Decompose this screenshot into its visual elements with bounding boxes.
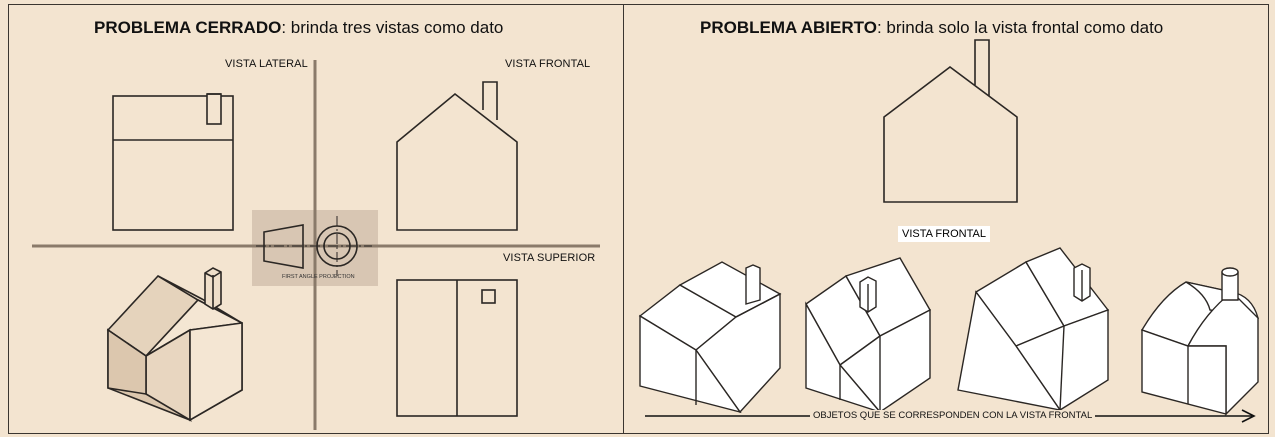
label-side-view: VISTA LATERAL bbox=[225, 58, 308, 70]
right-panel-title: PROBLEMA ABIERTO: brinda solo la vista f… bbox=[700, 18, 1163, 38]
label-top-view: VISTA SUPERIOR bbox=[503, 252, 596, 264]
right-panel-frame bbox=[623, 4, 1269, 434]
arrow-caption: OBJETOS QUE SE CORRESPONDEN CON LA VISTA… bbox=[810, 410, 1096, 421]
candidate-object-3 bbox=[957, 247, 1110, 412]
isometric-house-drawing bbox=[106, 267, 243, 422]
right-title-bold: PROBLEMA ABIERTO bbox=[700, 18, 877, 37]
side-view-drawing bbox=[112, 93, 234, 231]
front-view-drawing bbox=[396, 81, 518, 231]
top-view-drawing bbox=[396, 279, 518, 417]
label-given-front-view: VISTA FRONTAL bbox=[898, 226, 990, 242]
left-title-bold: PROBLEMA CERRADO bbox=[94, 18, 282, 37]
given-front-view-drawing bbox=[883, 39, 1018, 203]
candidate-object-4 bbox=[1140, 267, 1259, 416]
left-title-rest: : brinda tres vistas como dato bbox=[281, 18, 504, 37]
candidate-object-2 bbox=[805, 257, 931, 414]
label-front-view: VISTA FRONTAL bbox=[505, 58, 591, 70]
first-angle-projection-symbol bbox=[256, 216, 372, 276]
left-panel-title: PROBLEMA CERRADO: brinda tres vistas com… bbox=[94, 18, 503, 38]
projection-caption: FIRST ANGLE PROJECTION bbox=[282, 274, 355, 280]
candidate-object-1 bbox=[638, 261, 782, 414]
right-title-rest: : brinda solo la vista frontal como dato bbox=[876, 18, 1164, 37]
